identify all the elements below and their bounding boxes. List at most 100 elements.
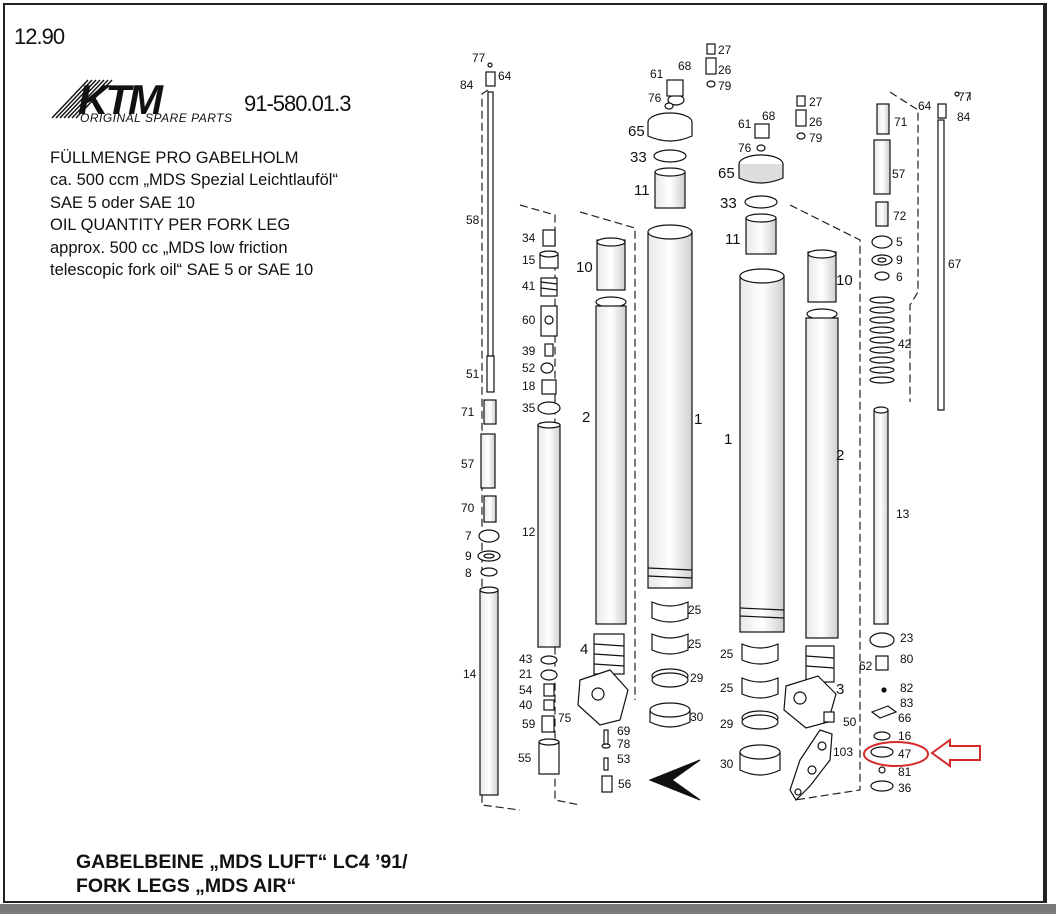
callout: 84 bbox=[460, 78, 474, 92]
callout: 50 bbox=[843, 715, 857, 729]
rod-67 bbox=[937, 91, 960, 411]
logo-text: KTM bbox=[78, 76, 164, 123]
callout: 55 bbox=[518, 751, 532, 765]
callout: 79 bbox=[809, 131, 823, 145]
callout: 81 bbox=[898, 765, 912, 779]
page-code: 12.90 bbox=[14, 24, 65, 49]
callout: 29 bbox=[720, 717, 734, 731]
title-line-1: GABELBEINE „MDS LUFT“ LC4 ’91/ bbox=[76, 851, 408, 873]
callout: 6 bbox=[896, 270, 903, 284]
part-number: 91-580.01.3 bbox=[244, 91, 351, 116]
callout: 77 bbox=[472, 51, 486, 65]
callout: 40 bbox=[519, 698, 533, 712]
callout: 29 bbox=[690, 671, 704, 685]
callout: 61 bbox=[650, 67, 664, 81]
callouts: 77 84 64 58 51 71 57 70 7 9 8 14 34 15 4… bbox=[460, 43, 972, 795]
brand-tagline: ORIGINAL SPARE PARTS bbox=[80, 111, 233, 125]
oil-line: FÜLLMENGE PRO GABELHOLM bbox=[50, 149, 299, 167]
callout: 25 bbox=[720, 647, 734, 661]
callout: 27 bbox=[809, 95, 823, 109]
callout: 18 bbox=[522, 379, 536, 393]
ktm-logo: KTM bbox=[51, 76, 167, 123]
callout: 26 bbox=[718, 63, 732, 77]
highlight-part-47 bbox=[863, 738, 981, 768]
callout: 58 bbox=[466, 213, 480, 227]
callout: 69 bbox=[617, 724, 631, 738]
callout: 52 bbox=[522, 361, 536, 375]
callout: 5 bbox=[896, 235, 903, 249]
callout: 71 bbox=[461, 405, 475, 419]
oil-line: approx. 500 cc „MDS low friction bbox=[50, 238, 288, 257]
callout: 80 bbox=[900, 652, 914, 666]
callout: 35 bbox=[522, 401, 536, 415]
callout: 62 bbox=[859, 659, 873, 673]
callout: 82 bbox=[900, 681, 914, 695]
callout: 68 bbox=[762, 109, 776, 123]
callout: 9 bbox=[465, 549, 472, 563]
callout: 57 bbox=[461, 457, 475, 471]
title-line-2: FORK LEGS „MDS AIR“ bbox=[76, 875, 297, 897]
callout: 25 bbox=[688, 603, 702, 617]
callout: 27 bbox=[718, 43, 732, 57]
callout: 42 bbox=[898, 337, 912, 351]
callout: 71 bbox=[894, 115, 908, 129]
callout: 67 bbox=[948, 257, 962, 271]
callout: 60 bbox=[522, 313, 536, 327]
callout: 72 bbox=[893, 209, 907, 223]
callout: 25 bbox=[720, 681, 734, 695]
callout: 30 bbox=[720, 757, 734, 771]
callout: 83 bbox=[900, 696, 914, 710]
callout: 14 bbox=[463, 667, 477, 681]
callout: 30 bbox=[690, 710, 704, 724]
callout: 25 bbox=[688, 637, 702, 651]
callout: 64 bbox=[498, 69, 512, 83]
right-stack bbox=[869, 103, 898, 792]
callout: 56 bbox=[618, 777, 632, 791]
callout: 23 bbox=[900, 631, 914, 645]
callout: 9 bbox=[896, 253, 903, 267]
callout: 70 bbox=[461, 501, 475, 515]
callout: 78 bbox=[617, 737, 631, 751]
left-outer-tube bbox=[647, 43, 717, 728]
callout: 79 bbox=[718, 79, 732, 93]
callout: 68 bbox=[678, 59, 692, 73]
callout: 66 bbox=[898, 711, 912, 725]
callout: 51 bbox=[466, 367, 480, 381]
callout: 57 bbox=[892, 167, 906, 181]
callout: 84 bbox=[957, 110, 971, 124]
callout-highlighted: 47 bbox=[898, 747, 912, 761]
callout: 103 bbox=[833, 745, 853, 759]
callout: 65 bbox=[628, 123, 645, 140]
callout: 53 bbox=[617, 752, 631, 766]
oil-quantity-note: FÜLLMENGE PRO GABELHOLM ca. 500 ccm „MDS… bbox=[50, 147, 338, 281]
callout: 1 bbox=[694, 411, 702, 428]
callout: 10 bbox=[576, 259, 593, 276]
oil-line: telescopic fork oil“ SAE 5 or SAE 10 bbox=[50, 261, 314, 280]
callout: 3 bbox=[836, 681, 844, 698]
callout: 21 bbox=[519, 667, 533, 681]
callout: 41 bbox=[522, 279, 536, 293]
callout: 1 bbox=[724, 431, 732, 448]
damper-parts bbox=[537, 229, 561, 775]
callout: 26 bbox=[809, 115, 823, 129]
callout: 12 bbox=[522, 525, 536, 539]
rod-58 bbox=[485, 62, 496, 393]
right-outer-tube bbox=[738, 95, 807, 776]
callout: 65 bbox=[718, 165, 735, 182]
callout: 16 bbox=[898, 729, 912, 743]
callout: 8 bbox=[465, 566, 472, 580]
callout: 11 bbox=[634, 182, 650, 199]
callout: 15 bbox=[522, 253, 536, 267]
callout: 2 bbox=[836, 447, 844, 464]
callout: 77 bbox=[958, 90, 972, 104]
highlight-ring bbox=[863, 741, 929, 767]
oil-line: SAE 5 oder SAE 10 bbox=[50, 193, 195, 212]
callout: 43 bbox=[519, 652, 533, 666]
oil-line: OIL QUANTITY PER FORK LEG bbox=[50, 216, 291, 235]
callout: 61 bbox=[738, 117, 752, 131]
callout: 4 bbox=[580, 641, 588, 658]
callout: 10 bbox=[836, 272, 853, 289]
red-arrow-icon bbox=[930, 738, 981, 768]
callout: 7 bbox=[465, 529, 472, 543]
